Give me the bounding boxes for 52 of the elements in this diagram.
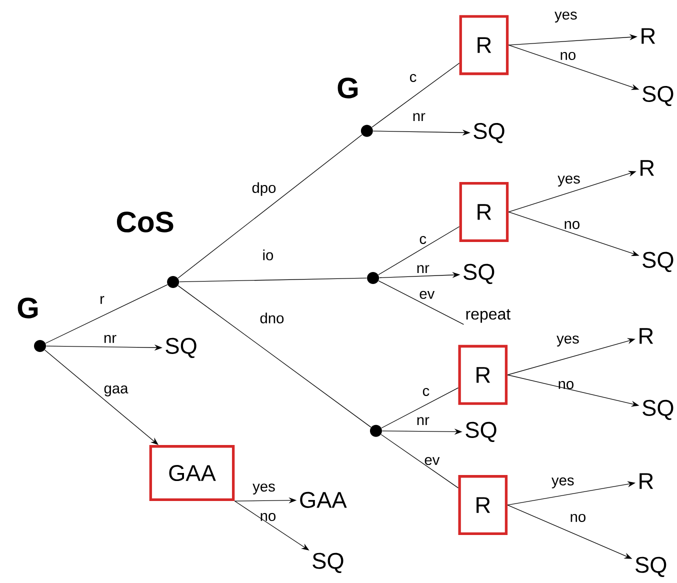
edge-label: io [263,250,274,260]
outcome-label: SQ [312,552,344,573]
outcome-label: GAA [300,492,347,508]
player-label: G [18,298,38,318]
outcome-label: R [640,160,654,176]
player-label: G [338,78,358,98]
outcome-label: repeat [466,309,511,323]
outcome-label: SQ [166,338,196,358]
outcome-label: SQ [636,556,666,577]
edge-label: yes [556,336,579,347]
edge-label: yes [554,12,577,23]
outcome-label: SQ [466,422,496,442]
outcome-label: SQ [642,252,674,272]
player-label: CoS [116,212,174,232]
edge-label: yes [252,484,275,495]
edge-label: c [420,236,426,244]
edge-label: yes [558,176,580,187]
edge-label: ev [424,457,440,466]
edge-label: c [422,388,430,396]
edge-label: no [564,221,580,230]
outcome-label: SQ [464,264,494,284]
edge-label: no [570,514,586,522]
edge-label: dpo [252,182,276,196]
edge-label: c [410,74,416,82]
edge-label: r [100,296,104,304]
edge-label: nr [413,113,426,122]
edge-label: no [560,52,576,60]
process-box: R [458,475,508,536]
decision-dot [367,272,380,284]
outcome-label: R [640,473,654,489]
outcome-label: R [640,328,654,344]
outcome-label: R [642,28,656,44]
edge-label: no [558,381,574,390]
edge-label: nr [104,335,116,343]
decision-dot [370,424,382,437]
process-box: R [458,344,508,405]
edge-label: gaa [104,386,128,396]
edge-label: dno [260,312,284,324]
outcome-label: SQ [642,86,674,106]
outcome-label: SQ [642,400,674,420]
process-box: R [459,15,509,76]
process-box: R [459,182,509,242]
edge-label: nr [417,417,430,426]
edge-label: nr [417,265,430,274]
process-box: GAA [149,445,235,502]
edge-label: yes [552,478,574,488]
edge-label: ev [420,290,435,299]
edge-label: no [260,513,276,522]
decision-dot [34,340,46,352]
decision-dot [360,125,373,137]
decision-dot [167,276,180,288]
outcome-label: SQ [474,123,504,144]
